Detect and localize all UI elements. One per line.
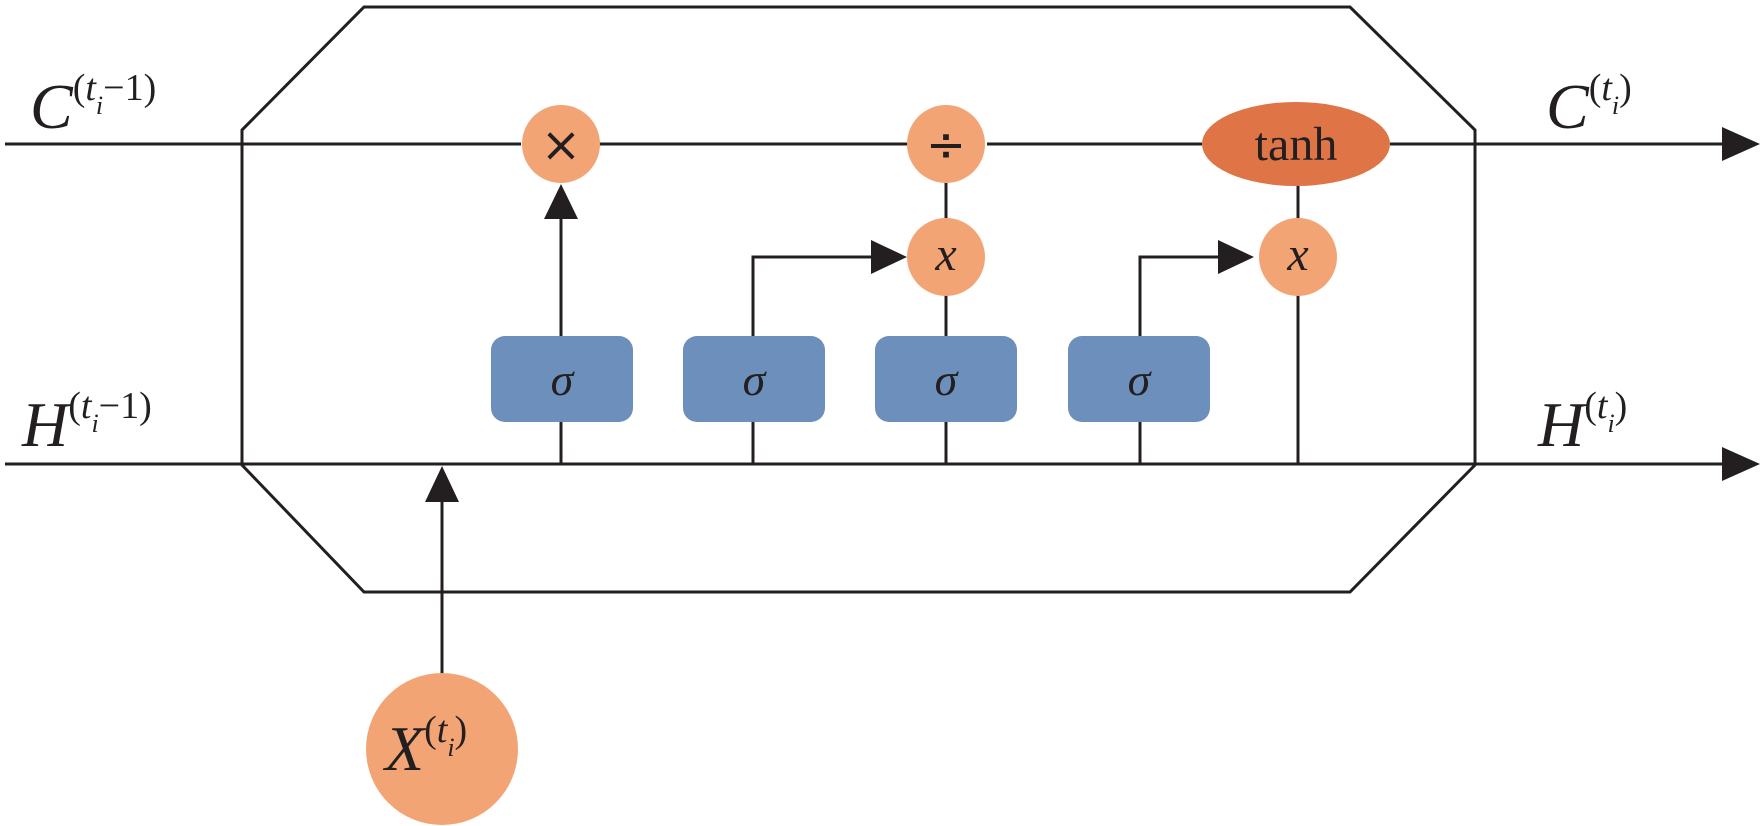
input-label-base: X bbox=[382, 713, 427, 784]
mult-x-1-label: x bbox=[934, 228, 956, 281]
gate2-arrow-head bbox=[871, 240, 907, 274]
multiply-node: × bbox=[522, 105, 600, 183]
cell-state-out-label: C(ti) bbox=[1546, 67, 1632, 142]
mult-x-node-2: x bbox=[1259, 218, 1337, 296]
gate-sigma-1: σ bbox=[491, 336, 633, 422]
input-label-paren: ( bbox=[424, 709, 437, 751]
hidden-state-in-label: H(ti−1) bbox=[21, 385, 152, 460]
input-label-sup: t bbox=[437, 709, 449, 751]
input-arrow-head bbox=[425, 466, 459, 502]
input-node: X(ti) bbox=[366, 673, 518, 825]
hidden-out-base: H bbox=[1537, 389, 1588, 460]
gate-sigma-3: σ bbox=[875, 336, 1017, 422]
cell-out-sup: t bbox=[1601, 67, 1613, 109]
cell-in-sub: i bbox=[96, 91, 103, 120]
cell-in-suffix: −1) bbox=[103, 67, 156, 109]
gate-sigma-4-label: σ bbox=[1128, 354, 1153, 405]
hidden-out-paren: ( bbox=[1584, 385, 1597, 427]
hidden-state-out-label: H(ti) bbox=[1537, 385, 1627, 460]
gate4-elbow bbox=[1138, 255, 1218, 336]
input-label: X(ti) bbox=[382, 709, 467, 784]
hidden-in-sub: i bbox=[91, 409, 98, 438]
multiply-symbol: × bbox=[541, 117, 581, 173]
cell-in-sup: t bbox=[85, 67, 97, 109]
tanh-label: tanh bbox=[1255, 118, 1338, 171]
cell-state-in-label: C(ti−1) bbox=[30, 67, 156, 142]
cell-in-base: C bbox=[30, 71, 74, 142]
cell-out-base: C bbox=[1546, 71, 1590, 142]
mult-x-node-1: x bbox=[907, 218, 985, 296]
hidden-in-suffix: −1) bbox=[99, 385, 152, 427]
hidden-in-base: H bbox=[21, 389, 72, 460]
cell-out-sub: i bbox=[1612, 91, 1619, 120]
divide-node: ÷ bbox=[907, 105, 985, 183]
gate2-elbow bbox=[751, 255, 871, 336]
gate4-arrow-head bbox=[1218, 240, 1254, 274]
cell-out-paren: ( bbox=[1589, 67, 1602, 109]
cell-state-output-arrow bbox=[1722, 127, 1760, 161]
hidden-in-sup: t bbox=[81, 385, 93, 427]
hidden-out-sup: t bbox=[1597, 385, 1609, 427]
input-label-sub: i bbox=[447, 733, 454, 762]
gate1-arrow-head bbox=[544, 184, 578, 219]
gate-sigma-4: σ bbox=[1068, 336, 1210, 422]
gate-sigma-3-label: σ bbox=[935, 354, 960, 405]
cell-out-suffix: ) bbox=[1619, 67, 1632, 109]
gate-sigma-2: σ bbox=[683, 336, 825, 422]
mult-x-2-label: x bbox=[1286, 228, 1308, 281]
tanh-node: tanh bbox=[1202, 102, 1390, 186]
hidden-out-suffix: ) bbox=[1615, 385, 1628, 427]
gate-sigma-1-label: σ bbox=[551, 354, 576, 405]
hidden-in-paren: ( bbox=[68, 385, 81, 427]
cell-boundary bbox=[240, 5, 1477, 594]
cell-in-paren: ( bbox=[73, 67, 86, 109]
input-label-suffix: ) bbox=[455, 709, 468, 751]
hidden-out-sub: i bbox=[1607, 409, 1614, 438]
divide-symbol: ÷ bbox=[926, 117, 966, 173]
hidden-state-output-arrow bbox=[1722, 447, 1760, 481]
gate-sigma-2-label: σ bbox=[743, 354, 768, 405]
